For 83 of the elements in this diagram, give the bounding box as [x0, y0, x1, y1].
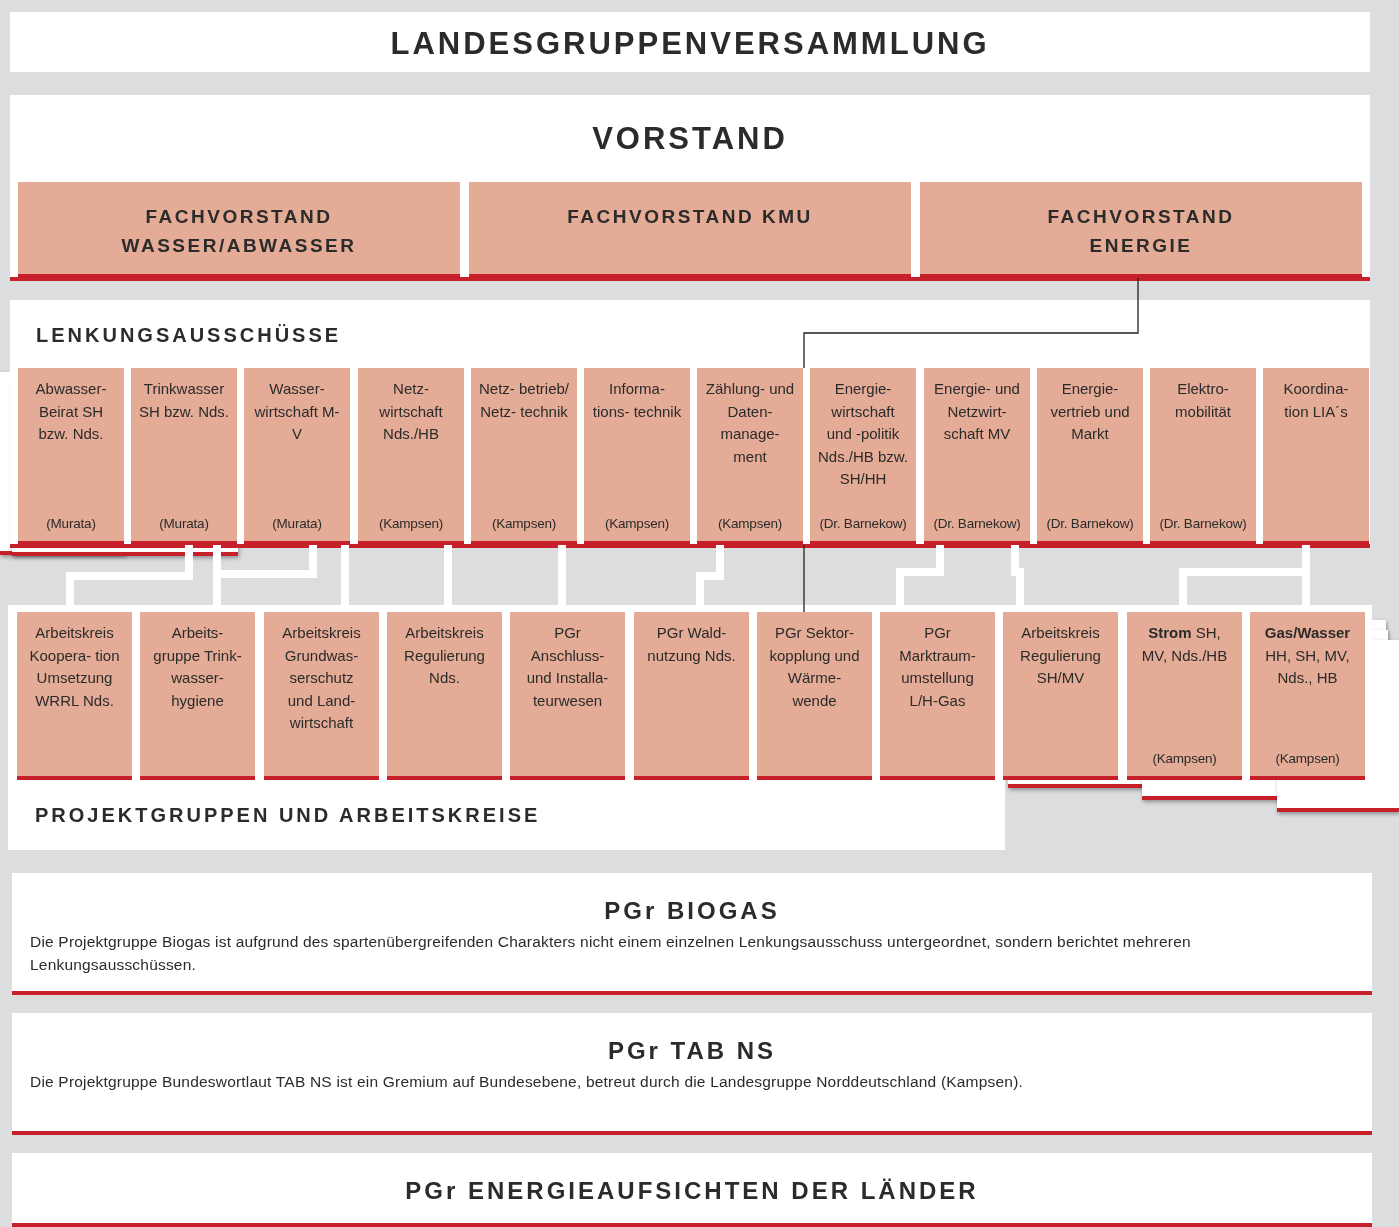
- committee-box: [1003, 612, 1118, 780]
- section-heading: PGr ENERGIEAUFSICHTEN DER LÄNDER: [404, 1177, 980, 1205]
- section-panel: [10, 95, 1370, 281]
- committee-box: [17, 612, 132, 780]
- committee-box: [1037, 368, 1143, 545]
- section-heading: PROJEKTGRUPPEN UND ARBEITSKREISE: [35, 804, 541, 827]
- committee-name: Energie- vertrieb und Markt: [1049, 379, 1131, 444]
- responsible-person: (Kampsen): [1274, 751, 1341, 766]
- section-heading: PGr BIOGAS: [603, 897, 781, 925]
- section-panel: [8, 605, 1372, 850]
- committee-box: [244, 368, 350, 545]
- committee-name: FACHVORSTAND KMU: [566, 205, 814, 229]
- section-panel: [12, 1153, 1372, 1227]
- committee-name: Elektro- mobilität: [1174, 379, 1232, 422]
- committee-box: [697, 368, 803, 545]
- responsible-person: (Kampsen): [1151, 751, 1218, 766]
- responsible-person: (Kampsen): [490, 516, 558, 531]
- committee-name: Arbeitskreis Regulierung SH/MV: [1019, 623, 1102, 688]
- section-heading: VORSTAND: [591, 121, 789, 157]
- header-band: [10, 12, 1370, 72]
- committee-box: [469, 182, 911, 278]
- committee-box: [140, 612, 255, 780]
- committee-name: PGr Wald- nutzung Nds.: [646, 623, 737, 666]
- section-heading: PGr TAB NS: [606, 1037, 778, 1065]
- committee-box: [358, 368, 464, 545]
- committee-name: FACHVORSTAND ENERGIE: [1046, 205, 1236, 258]
- committee-box: [634, 612, 749, 780]
- section-heading: LENKUNGSAUSSCHÜSSE: [36, 324, 342, 347]
- committee-name: Arbeitskreis Grundwas- serschutz und Land- wirtschaft: [281, 623, 362, 733]
- committee-name: FACHVORSTAND WASSER/ABWASSER: [120, 205, 358, 258]
- committee-name: PGr Marktraum- umstellung L/H-Gas: [898, 623, 977, 711]
- committee-name: PGr Sektor- kopplung und Wärme- wende: [768, 623, 861, 711]
- committee-name: Abwasser- Beirat SH bzw. Nds.: [34, 379, 108, 444]
- committee-name: Arbeitskreis Regulierung Nds.: [403, 623, 486, 688]
- committee-box: [510, 612, 625, 780]
- committee-box: [584, 368, 690, 545]
- committee-name: Trinkwasser SH bzw. Nds.: [138, 379, 230, 422]
- committee-name: Zählung- und Daten- manage- ment: [704, 379, 796, 467]
- description-text: Die Projektgruppe Biogas ist aufgrund des spartenübergreifenden Charakters nicht einem einzelnen Lenkungsausschuss untergeordnet, sondern berichtet mehreren Lenkungsausschüssen.: [30, 932, 1192, 975]
- committee-box: [1250, 612, 1365, 780]
- committee-box: [18, 182, 460, 278]
- connector-line: [803, 544, 805, 613]
- committee-name: PGr Anschluss- und Installa- teurwesen: [525, 623, 610, 711]
- section-panel: [12, 873, 1372, 995]
- section-heading: LANDESGRUPPENVERSAMMLUNG: [389, 26, 991, 62]
- committee-name: Arbeits- gruppe Trink- wasser- hygiene: [152, 623, 243, 711]
- committee-name: Gas/Wasser HH, SH, MV, Nds., HB: [1263, 623, 1352, 688]
- responsible-person: (Dr. Barnekow): [932, 516, 1022, 531]
- committee-box: [924, 368, 1030, 545]
- section-panel: [10, 300, 1370, 548]
- responsible-person: (Kampsen): [603, 516, 671, 531]
- committee-name: Netz- wirtschaft Nds./HB: [378, 379, 444, 444]
- committee-box: [387, 612, 502, 780]
- committee-name: Informa- tions- technik: [591, 379, 683, 422]
- committee-box: [757, 612, 872, 780]
- committee-name: Wasser- wirtschaft M-V: [253, 379, 341, 444]
- responsible-person: (Murata): [271, 516, 323, 531]
- responsible-person: (Dr. Barnekow): [818, 516, 908, 531]
- committee-box: [471, 368, 577, 545]
- responsible-person: (Kampsen): [377, 516, 445, 531]
- committee-name: Strom SH, MV, Nds./HB: [1140, 623, 1229, 666]
- responsible-person: (Dr. Barnekow): [1158, 516, 1248, 531]
- connector-line: [803, 277, 1139, 369]
- committee-name: Energie- wirtschaft und -politik Nds./HB bzw. SH/HH: [817, 379, 909, 489]
- section-panel: [12, 1013, 1372, 1135]
- committee-name: Netz- betrieb/ Netz- technik: [478, 379, 570, 422]
- committee-box: [1263, 368, 1369, 545]
- committee-box: [880, 612, 995, 780]
- committee-box: [1150, 368, 1256, 545]
- committee-box: [810, 368, 916, 545]
- description-text: Die Projektgruppe Bundeswortlaut TAB NS ist ein Gremium auf Bundesebene, betreut durch die Landesgruppe Norddeutschland (Kampsen).: [30, 1072, 1024, 1092]
- responsible-person: (Dr. Barnekow): [1045, 516, 1135, 531]
- committee-box: [920, 182, 1362, 278]
- committee-name: Energie- und Netzwirt- schaft MV: [933, 379, 1021, 444]
- committee-name: Koordina- tion LIA´s: [1282, 379, 1350, 422]
- committee-box: [18, 368, 124, 545]
- committee-box: [1127, 612, 1242, 780]
- committee-box: [264, 612, 379, 780]
- responsible-person: (Murata): [45, 516, 97, 531]
- committee-name: Arbeitskreis Koopera- tion Umsetzung WRRL Nds.: [28, 623, 121, 711]
- committee-box: [131, 368, 237, 545]
- responsible-person: (Murata): [158, 516, 210, 531]
- responsible-person: (Kampsen): [716, 516, 784, 531]
